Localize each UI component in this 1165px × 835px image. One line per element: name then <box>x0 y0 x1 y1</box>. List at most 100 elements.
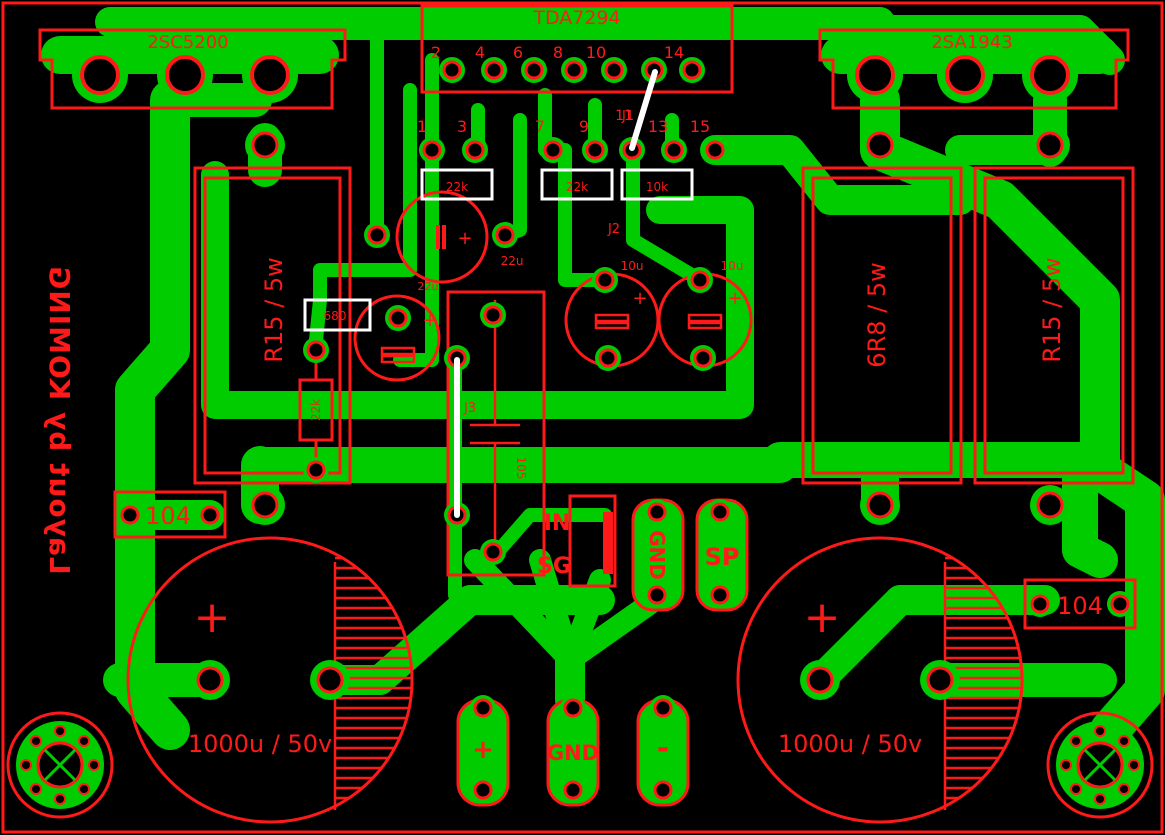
mount-hole-left <box>6 711 114 819</box>
pad <box>1060 759 1072 771</box>
pad <box>875 140 885 150</box>
pad <box>78 783 91 796</box>
credit-label: Layout by KOMING <box>43 265 76 574</box>
cap-22u-big-label: 22u <box>418 280 439 293</box>
pad <box>935 675 945 685</box>
pad <box>395 315 401 321</box>
ic-tda7294-outline <box>420 4 734 94</box>
pad <box>207 512 213 518</box>
transistor-left-outline <box>38 28 347 110</box>
pad <box>480 787 486 793</box>
pad <box>689 67 695 73</box>
pad <box>54 725 66 737</box>
connector-sp-label: SP <box>705 543 740 571</box>
credit-text: Layout by KOMING <box>43 265 76 574</box>
pad <box>127 512 133 518</box>
pad <box>712 147 718 153</box>
pad <box>654 592 660 598</box>
pin-label-14: 14 <box>664 43 684 62</box>
cap-22u-big-outline <box>395 190 489 284</box>
pad <box>654 509 660 515</box>
r6r8-outline <box>801 166 963 485</box>
pad <box>570 705 576 711</box>
pad <box>602 277 608 283</box>
cap-680-plus: + <box>422 310 437 331</box>
pin-label-8: 8 <box>553 43 563 62</box>
pad <box>429 147 435 153</box>
pin-label-2: 2 <box>431 43 441 62</box>
transistor-left-label: 2SC5200 <box>147 32 228 53</box>
pad <box>717 509 723 515</box>
cap-10u-a-label: 10u <box>621 259 644 273</box>
pad <box>1094 793 1106 805</box>
pad <box>1037 601 1043 607</box>
pad <box>449 67 455 73</box>
cap-104-left-outline <box>113 490 227 539</box>
pad <box>29 734 42 747</box>
pad <box>717 592 723 598</box>
pad <box>815 675 825 685</box>
pad <box>571 67 577 73</box>
pin-label-10: 10 <box>586 43 606 62</box>
pad <box>1118 783 1131 796</box>
jumper-j3-label: J3 <box>463 401 476 416</box>
pad <box>205 675 215 685</box>
pin-label-3: 3 <box>457 117 467 136</box>
connector-gnd-output-label: GND <box>645 530 669 580</box>
cap-10u-b-label: 10u <box>721 259 744 273</box>
cap-22u-plus: + <box>457 228 472 249</box>
j3-105-outline <box>446 290 546 577</box>
pad <box>957 67 973 83</box>
pads <box>20 47 1140 805</box>
pad <box>1069 783 1082 796</box>
r-22k-a-label: 22k <box>446 180 468 194</box>
pad <box>20 759 32 771</box>
pad <box>671 147 677 153</box>
pad <box>1118 734 1131 747</box>
mount-hole-right <box>1046 711 1154 819</box>
cap-1000u-right-outline <box>736 536 1024 824</box>
pad <box>660 787 666 793</box>
pad <box>660 705 666 711</box>
pad <box>592 147 598 153</box>
jumper-j1 <box>629 69 658 151</box>
r15-left-outline <box>193 166 352 485</box>
pad <box>480 705 486 711</box>
connector-sg-label: SG <box>537 554 571 579</box>
jumper-j2-label: J2 <box>607 222 620 237</box>
pin-label-6: 6 <box>513 43 523 62</box>
pin-label-11: 11 <box>615 108 633 124</box>
r15-right-label: R15 / 5w <box>1038 257 1066 362</box>
pad <box>1045 500 1055 510</box>
pad <box>700 355 706 361</box>
pad <box>1117 601 1123 607</box>
pad <box>374 232 380 238</box>
r15-right-outline <box>973 166 1135 485</box>
pad <box>88 759 100 771</box>
pad <box>78 734 91 747</box>
pad <box>92 67 108 83</box>
connector-minus-label: - <box>657 731 669 766</box>
pin-label-7: 7 <box>535 117 545 136</box>
pad <box>472 147 478 153</box>
pad <box>502 232 508 238</box>
pad <box>570 787 576 793</box>
pad <box>260 140 270 150</box>
cap-104-right-outline <box>1023 578 1137 630</box>
r-22k-b-label: 22k <box>566 180 588 194</box>
cap-1000u-right-plus: + <box>804 592 841 643</box>
pin-label-4: 4 <box>475 43 485 62</box>
r-10k-label: 10k <box>646 180 668 194</box>
pad <box>867 67 883 83</box>
pad <box>1042 67 1058 83</box>
cap-104-left-label: 104 <box>145 502 191 530</box>
transistor-right-outline <box>818 28 1130 110</box>
pin-label-1: 1 <box>417 117 427 136</box>
cap-105-label: 105 <box>514 457 528 480</box>
pad <box>54 793 66 805</box>
pad <box>313 467 319 473</box>
r15-left-label: R15 / 5w <box>260 257 288 362</box>
cap-hatching <box>333 556 1022 810</box>
connector-gnd-label: GND <box>547 741 599 765</box>
